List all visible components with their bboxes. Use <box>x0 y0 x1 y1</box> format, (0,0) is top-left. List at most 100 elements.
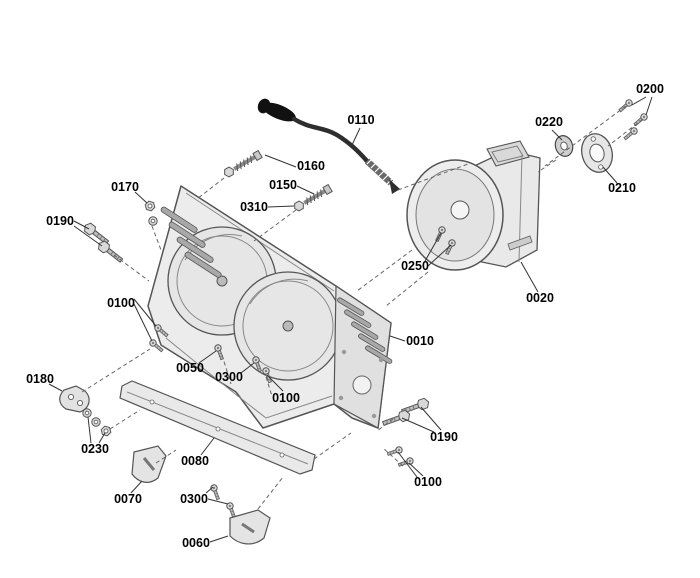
leader-0300-upper <box>240 362 255 374</box>
part-label-0310: 0310 <box>240 200 268 214</box>
leader-0080 <box>200 437 215 456</box>
part-label-0300-lower: 0300 <box>180 492 208 506</box>
leader-0190-left-a <box>73 220 90 230</box>
scraper-bar-0080 <box>119 380 316 475</box>
flange-bearing-0210 <box>581 133 613 173</box>
part-label-0060: 0060 <box>182 536 210 550</box>
bolt-0190-right-b <box>381 408 412 429</box>
side-panel-screw-1 <box>341 349 347 355</box>
screw-0300-lower-a <box>209 483 222 501</box>
part-label-0050: 0050 <box>176 361 204 375</box>
leader-0110 <box>351 127 361 146</box>
leader-0010 <box>389 335 406 342</box>
bracket-0180 <box>59 385 90 413</box>
part-label-0160: 0160 <box>297 159 325 173</box>
axis-line <box>151 225 162 251</box>
handle-grip-end <box>257 98 271 114</box>
part-label-0170: 0170 <box>111 180 139 194</box>
leader-0210 <box>602 166 618 184</box>
leader-0250-b <box>427 244 452 267</box>
leader-0160 <box>264 154 297 168</box>
housing-left-vents <box>160 206 222 278</box>
nut-washer-0170 <box>143 200 158 226</box>
spring-bolt-0160 <box>220 148 265 181</box>
leader-0230-b <box>98 432 106 444</box>
part-label-0100-left: 0100 <box>107 296 135 310</box>
side-panel-hole <box>352 375 372 395</box>
auger-hub-right <box>282 320 294 332</box>
axis-line <box>221 354 232 385</box>
leader-0170 <box>134 191 148 204</box>
spring-bolt-0150-0310 <box>290 182 335 215</box>
nut-0230 <box>99 425 113 437</box>
axis-line <box>382 447 404 467</box>
skid-plate-0060 <box>229 509 271 545</box>
part-label-0020: 0020 <box>526 291 554 305</box>
leader-0300-lower-b <box>207 498 229 505</box>
rod-tip <box>389 179 400 194</box>
axis-line <box>544 105 627 167</box>
leader-0310 <box>267 205 295 208</box>
screws-0100-right <box>386 445 415 469</box>
part-label-0300-upper: 0300 <box>215 370 243 384</box>
axis-line <box>607 118 644 147</box>
part-label-0250: 0250 <box>401 259 429 273</box>
part-label-0070: 0070 <box>114 492 142 506</box>
leader-0200-b <box>645 96 653 116</box>
leader-0100-right-b <box>397 451 418 478</box>
leader-0230-a <box>87 416 92 444</box>
leader-0100-right-a <box>408 462 424 477</box>
part-label-0220: 0220 <box>535 115 563 129</box>
part-label-0200: 0200 <box>636 82 664 96</box>
auger-opening-right-inner <box>242 280 334 372</box>
crank-rod <box>291 116 370 164</box>
axis-line <box>109 409 141 430</box>
leader-0150 <box>296 185 315 195</box>
part-label-0100-center: 0100 <box>272 391 300 405</box>
leader-0190-right-a <box>420 406 442 431</box>
bolt-0190-left-b <box>95 238 125 265</box>
leader-0190-left-b <box>73 225 103 247</box>
leader-0300-lower-a <box>205 486 214 494</box>
leader-0200-a <box>631 96 647 106</box>
leader-0060 <box>209 535 229 543</box>
axis-line <box>113 254 150 282</box>
leader-0050 <box>198 350 217 364</box>
bearing-0220 <box>554 135 574 157</box>
axis-line <box>385 271 429 307</box>
part-label-0110: 0110 <box>347 113 374 127</box>
part-label-0190-left: 0190 <box>46 214 74 228</box>
axis-line <box>356 249 413 292</box>
handle-grip <box>262 102 296 122</box>
axis-line <box>537 159 557 173</box>
part-labels: 0200 0110 0220 0160 0150 0170 0210 0310 … <box>26 82 664 550</box>
impeller-housing-0020 <box>406 140 541 271</box>
auger-spiral-hint-right <box>249 278 309 305</box>
leader-lines <box>48 96 653 543</box>
axis-line <box>397 163 469 191</box>
bolts-0190-left <box>81 220 125 265</box>
leader-0070 <box>130 480 143 494</box>
leader-0100-left-b <box>133 303 153 342</box>
skid-plate-0070 <box>131 445 167 483</box>
part-label-0210: 0210 <box>608 181 636 195</box>
impeller-box-slot <box>507 235 533 251</box>
impeller-ring-hub <box>450 200 470 220</box>
axis-line <box>313 432 352 460</box>
auger-hub-left <box>216 275 228 287</box>
axis-line <box>376 418 394 432</box>
leader-0220 <box>551 129 563 141</box>
side-panel-screw-4 <box>371 413 377 419</box>
bolts-0190-right <box>381 396 431 429</box>
side-panel-screw-2 <box>378 357 384 363</box>
part-label-0180: 0180 <box>26 372 54 386</box>
leader-0100-left-a <box>133 298 157 327</box>
side-panel-screw-3 <box>338 395 344 401</box>
part-label-0150: 0150 <box>269 178 297 192</box>
housing-side-panel <box>333 284 392 429</box>
leader-0250-a <box>424 232 442 262</box>
axis-line <box>253 209 297 242</box>
chute-opening <box>486 140 530 167</box>
main-housing-0010 <box>147 185 393 429</box>
